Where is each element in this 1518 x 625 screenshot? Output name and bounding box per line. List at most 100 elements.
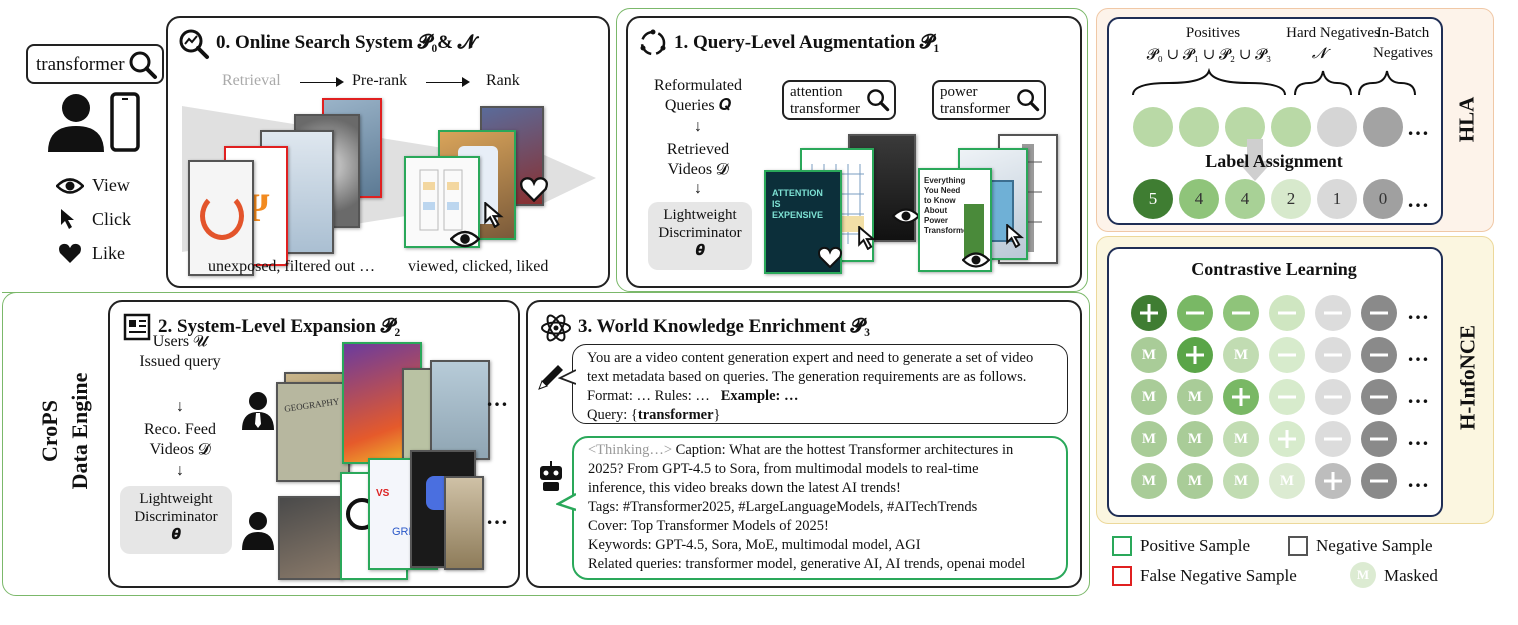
cursor-icon: [484, 202, 504, 228]
eye-icon: [962, 252, 990, 268]
query-line: transformer: [790, 101, 860, 117]
sample-legend: Positive Sample Negative Sample False Ne…: [1108, 532, 1498, 592]
down-arrow-icon: ↓: [176, 398, 184, 415]
lightweight-discriminator: Lightweight Discriminator 𝜽: [120, 486, 232, 554]
arrow-icon: [300, 82, 340, 83]
masked-icon: M: [1131, 421, 1167, 457]
flow-line: Reformulated: [654, 77, 742, 94]
atom-icon: [541, 314, 571, 342]
query-box-attention[interactable]: attention transformer: [782, 80, 896, 120]
label-assignment-title: Label Assignment: [1205, 151, 1343, 171]
hard-negatives-label: Hard Negatives: [1286, 25, 1380, 41]
down-arrow-icon: ↓: [694, 180, 702, 197]
query-box-power[interactable]: power transformer: [932, 80, 1046, 120]
inbatch-label: Negatives: [1373, 45, 1433, 61]
flow-line: Issued query: [139, 353, 221, 370]
minus-icon: [1315, 295, 1351, 331]
stage-rank: Rank: [486, 72, 520, 89]
masked-icon: M: [1177, 463, 1213, 499]
minus-icon: [1315, 379, 1351, 415]
response-line: Related queries: transformer model, gene…: [588, 556, 1026, 572]
cursor-icon: [1006, 224, 1025, 248]
negative-sample-swatch: [1288, 536, 1308, 556]
robot-icon: [540, 461, 562, 491]
response-line: Cover: Top Transformer Models of 2025!: [588, 518, 829, 534]
minus-icon: [1269, 379, 1305, 415]
minus-icon: [1361, 379, 1397, 415]
plus-icon: [1131, 295, 1167, 331]
thumb-text: GEOGRAPHY: [283, 396, 340, 414]
hla-side-label: HLA: [1454, 96, 1479, 143]
disc-line: Discriminator: [658, 225, 742, 241]
search-icon: [867, 89, 890, 112]
prompt-query-word: transformer: [637, 407, 714, 423]
plus-icon: [1315, 463, 1351, 499]
masked-label: Masked: [1384, 566, 1438, 585]
query-line: power: [940, 84, 978, 100]
video-thumb: [188, 160, 254, 276]
query-line: transformer: [940, 101, 1010, 117]
down-arrow-icon: ↓: [176, 462, 184, 479]
eye-icon: [56, 178, 84, 194]
disc-line: Discriminator: [134, 509, 218, 525]
minus-icon: [1223, 295, 1259, 331]
masked-icon: M: [1177, 421, 1213, 457]
cursor-icon: [61, 209, 74, 229]
lightweight-discriminator: Lightweight Discriminator 𝜽: [648, 202, 752, 270]
cycle-icon: [640, 29, 666, 56]
reformulated-queries-label: Reformulated Queries 𝑸: [636, 76, 760, 116]
inbatch-label: In-Batch: [1376, 25, 1430, 41]
flow-line: Queries 𝑸: [664, 97, 732, 114]
cursor-icon: [858, 226, 877, 250]
contrastive-title: Contrastive Learning: [1191, 259, 1357, 279]
masked-icon: M: [1131, 337, 1167, 373]
search-analytics-icon: [179, 29, 209, 59]
brace-group: [1132, 67, 1416, 96]
sample-circle: [1317, 107, 1357, 147]
user-icon: [48, 94, 104, 152]
thumb-text: ATTENTION IS EXPENSIVE: [772, 188, 824, 220]
label-circle: 0: [1363, 179, 1403, 219]
eye-icon: [450, 230, 480, 248]
heart-icon: [520, 177, 548, 202]
caption-unexposed: unexposed, filtered out …: [208, 258, 376, 275]
hla-section: HLA Positives 𝓟₀ ∪ 𝓟₁ ∪ 𝓟₂ ∪ 𝓟₃ Hard Neg…: [1096, 8, 1494, 232]
thumb-visual: [964, 204, 984, 262]
bubble-tail: [558, 369, 576, 385]
minus-icon: [1361, 421, 1397, 457]
ellipsis: …: [1407, 467, 1429, 492]
response-caption: Caption: What are the hottest Transforme…: [672, 442, 1014, 458]
crops-title: CroPS: [37, 400, 62, 462]
label-circle: 1: [1317, 179, 1357, 219]
label-circle: 4: [1179, 179, 1219, 219]
masked-icon: M: [1131, 463, 1167, 499]
positives-set: 𝓟₀ ∪ 𝓟₁ ∪ 𝓟₂ ∪ 𝓟₃: [1146, 47, 1272, 63]
flow-line: Videos 𝓓: [149, 441, 211, 458]
arrow-head-icon: [336, 77, 344, 87]
thumb-text: Everything You Need to Know About Power …: [924, 176, 976, 235]
response-bubble: <Thinking…> Caption: What are the hottes…: [572, 436, 1068, 580]
reco-feed-label: Reco. Feed Videos 𝓓: [120, 420, 240, 460]
sample-circle: [1133, 107, 1173, 147]
response-line: inference, this video breaks down the la…: [588, 480, 901, 496]
positive-sample-swatch: [1112, 536, 1132, 556]
masked-icon: M: [1223, 337, 1259, 373]
sample-circle: [1363, 107, 1403, 147]
ellipsis: …: [1407, 299, 1429, 324]
response-line: 2025? From GPT-4.5 to Sora, from multimo…: [588, 461, 979, 477]
sample-circle: [1179, 107, 1219, 147]
search-box[interactable]: transformer: [26, 44, 164, 84]
ellipsis: …: [1407, 341, 1429, 366]
video-thumb: GEOGRAPHY: [276, 382, 350, 482]
hinfonce-side-label: H-InfoNCE: [1455, 325, 1480, 431]
action-legend: View Click Like: [56, 172, 166, 272]
masked-icon: M: [1223, 421, 1259, 457]
query-augmentation-group: [616, 8, 1088, 292]
ellipsis: …: [1407, 425, 1429, 450]
legend-view-label: View: [92, 175, 130, 195]
minus-icon: [1315, 337, 1351, 373]
video-thumb: [278, 496, 342, 580]
